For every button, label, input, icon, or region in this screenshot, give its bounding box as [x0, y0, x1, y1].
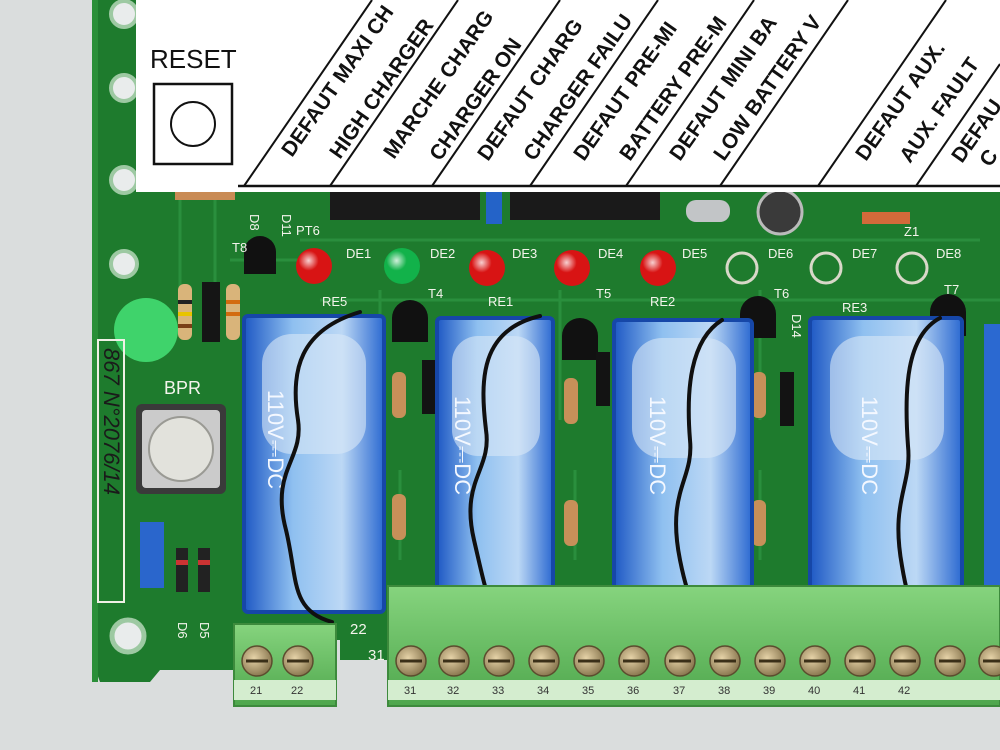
- ref-t8: T8: [232, 240, 247, 255]
- relay-re2: 110V⎓DC: [612, 318, 754, 618]
- led-pad-de8: [895, 251, 929, 285]
- terminal-number: 40: [808, 685, 820, 697]
- ref-de1: DE1: [346, 246, 371, 261]
- ref-de5: DE5: [682, 246, 707, 261]
- ref-de4: DE4: [598, 246, 623, 261]
- ref-de8: DE8: [936, 246, 961, 261]
- ref-re2: RE2: [650, 294, 675, 309]
- relay-partial: [984, 324, 1000, 614]
- terminal-number: 39: [763, 685, 775, 697]
- led-pad-de7: [809, 251, 843, 285]
- relays: 110V⎓DC 110V⎓DC 110V⎓DC 110V⎓DC: [242, 314, 1000, 618]
- serial-box: [97, 339, 125, 603]
- ref-re3: RE3: [842, 300, 867, 315]
- ref-de7: DE7: [852, 246, 877, 261]
- terminal-number: 41: [853, 685, 865, 697]
- terminal-number: 37: [673, 685, 685, 697]
- block-label-31: 31: [368, 647, 385, 664]
- ref-t5: T5: [596, 286, 611, 301]
- electrolytic-capacitor: [756, 188, 804, 236]
- relay-rating-re1: 110V⎓DC: [450, 396, 475, 495]
- ref-re1: RE1: [488, 294, 513, 309]
- zener-diode: [862, 212, 910, 224]
- label-dividers: [243, 0, 1000, 187]
- handwritten-serial: 867 N°2076/14: [99, 348, 124, 495]
- ref-de2: DE2: [430, 246, 455, 261]
- ref-d14: D14: [789, 314, 804, 338]
- relay-re1: 110V⎓DC: [435, 316, 555, 616]
- terminal-number: 35: [582, 685, 594, 697]
- transistors: [244, 236, 966, 360]
- ref-t6: T6: [774, 286, 789, 301]
- blue-trimmer: [486, 192, 502, 224]
- left-components: [140, 282, 240, 592]
- silkscreen-labels: PT6 DE1 DE2 DE3 DE4 DE5 DE6 DE7 DE8 Z1 R…: [164, 214, 961, 664]
- terminal-numbers: 21 22 31 32 33 34 35 36 37 38 39 40 41 42: [250, 685, 910, 697]
- terminal-number: 36: [627, 685, 639, 697]
- relay-rating-re2: 110V⎓DC: [645, 396, 670, 495]
- terminal-number: 33: [492, 685, 504, 697]
- ref-de6: DE6: [768, 246, 793, 261]
- terminal-block-right: [387, 585, 1000, 707]
- ref-d5: D5: [197, 622, 212, 639]
- ref-pt6: PT6: [296, 223, 320, 238]
- block-label-22: 22: [350, 621, 367, 638]
- reset-box: [152, 82, 234, 166]
- ref-t7: T7: [944, 282, 959, 297]
- capacitor-silver: [686, 200, 730, 222]
- terminal-number: 34: [537, 685, 549, 697]
- ref-t4: T4: [428, 286, 443, 301]
- ref-de3: DE3: [512, 246, 537, 261]
- ref-z1: Z1: [904, 224, 919, 239]
- bpr-pushbutton: [136, 404, 226, 494]
- terminal-number: 21: [250, 685, 262, 697]
- reset-title: RESET: [150, 44, 237, 74]
- terminal-number: 22: [291, 685, 303, 697]
- led-pad-de6: [725, 251, 759, 285]
- terminal-number: 32: [447, 685, 459, 697]
- terminal-number: 42: [898, 685, 910, 697]
- led-row: [296, 248, 929, 286]
- ref-d8: D8: [247, 214, 262, 231]
- ic-chip-2: [510, 190, 660, 220]
- terminal-number: 38: [718, 685, 730, 697]
- mid-resistors: [392, 352, 794, 546]
- ref-re5: RE5: [322, 294, 347, 309]
- pcb-edge: [92, 0, 98, 682]
- relay-re3: 110V⎓DC: [808, 316, 964, 618]
- relay-re5: 110V⎓DC: [242, 314, 386, 614]
- ic-chip: [330, 190, 480, 220]
- terminal-number: 31: [404, 685, 416, 697]
- terminal-screws: [241, 645, 1000, 677]
- green-marker-dot: [114, 298, 178, 362]
- printed-label: RESET DEFAUT MAXI CH HIGH CHARGER MARCHE…: [136, 0, 1000, 192]
- reset-circle: [170, 101, 216, 147]
- ref-d6: D6: [175, 622, 190, 639]
- relay-rating-re5: 110V⎓DC: [263, 390, 288, 489]
- relay-rating-re3: 110V⎓DC: [857, 396, 882, 495]
- ref-bpr: BPR: [164, 378, 201, 398]
- ref-d11: D11: [279, 214, 294, 237]
